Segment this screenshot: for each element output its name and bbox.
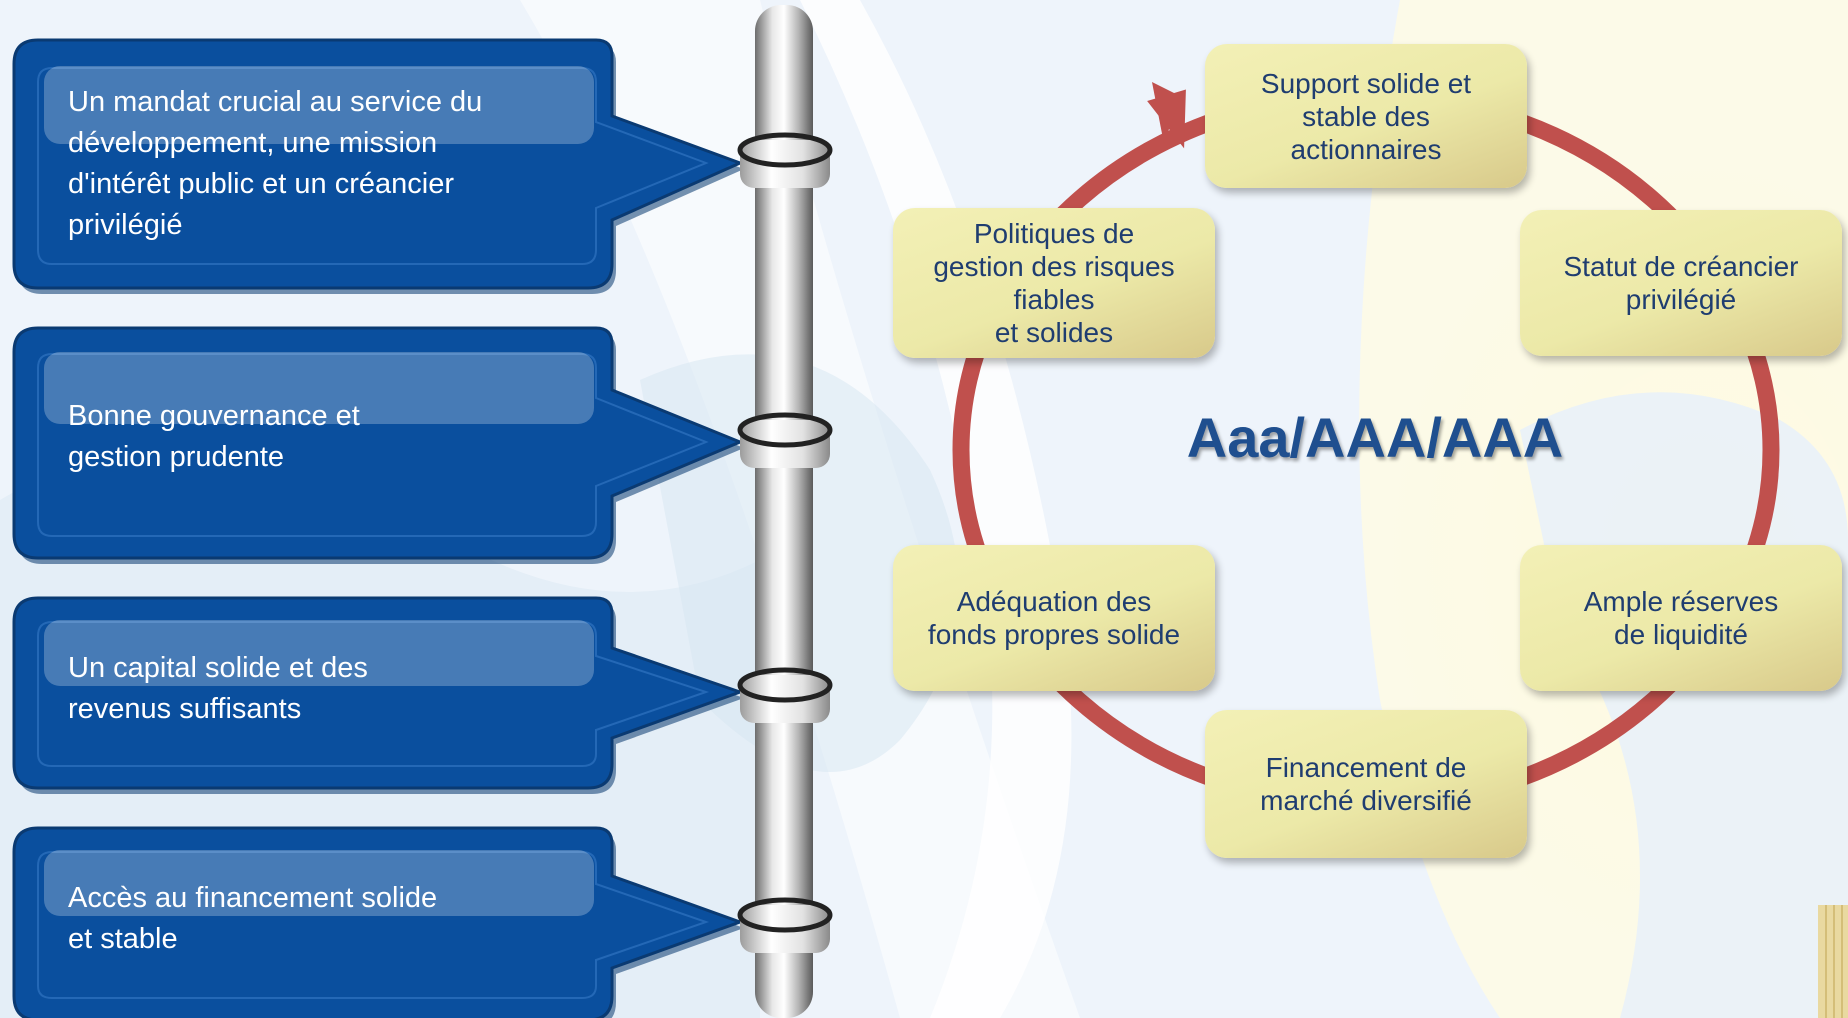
ring-3 [737,667,833,723]
node-shareholder-support: Support solide et stable des actionnaire… [1205,44,1527,188]
callout-capital: Un capital solide et des revenus suffisa… [12,596,760,794]
node-risk-policies: Politiques de gestion des risques fiable… [893,208,1215,358]
callout-shape [12,826,745,1018]
center-rating-label: Aaa/AAA/AAA [1186,406,1564,469]
ring-2 [737,412,833,468]
ring-4 [737,897,833,953]
callout-mandate: Un mandat crucial au service du développ… [12,38,760,300]
callout-column: Un mandat crucial au service du développ… [0,0,745,1018]
callout-text: Un mandat crucial au service du développ… [68,86,483,241]
ring-1 [737,132,833,188]
callout-shape [12,326,744,564]
callout-funding: Accès au financement solide et stable [12,826,760,1018]
callout-shape [12,38,744,294]
node-liquidity-reserves: Ample réserves de liquidité [1520,545,1842,691]
callout-shape [12,596,745,794]
node-market-funding: Financement de marché diversifié [1205,710,1527,858]
node-capital-adequacy: Adéquation des fonds propres solide [893,545,1215,691]
callout-text: Un capital solide et des revenus suffisa… [68,652,368,725]
node-preferred-creditor: Statut de créancier privilégié [1520,210,1842,356]
callout-governance: Bonne gouvernance et gestion prudente [12,326,760,564]
callout-text: Accès au financement solide et stable [68,882,438,955]
pole-rings [737,132,833,953]
callout-text: Bonne gouvernance et gestion prudente [68,400,360,473]
pole [755,5,813,1018]
